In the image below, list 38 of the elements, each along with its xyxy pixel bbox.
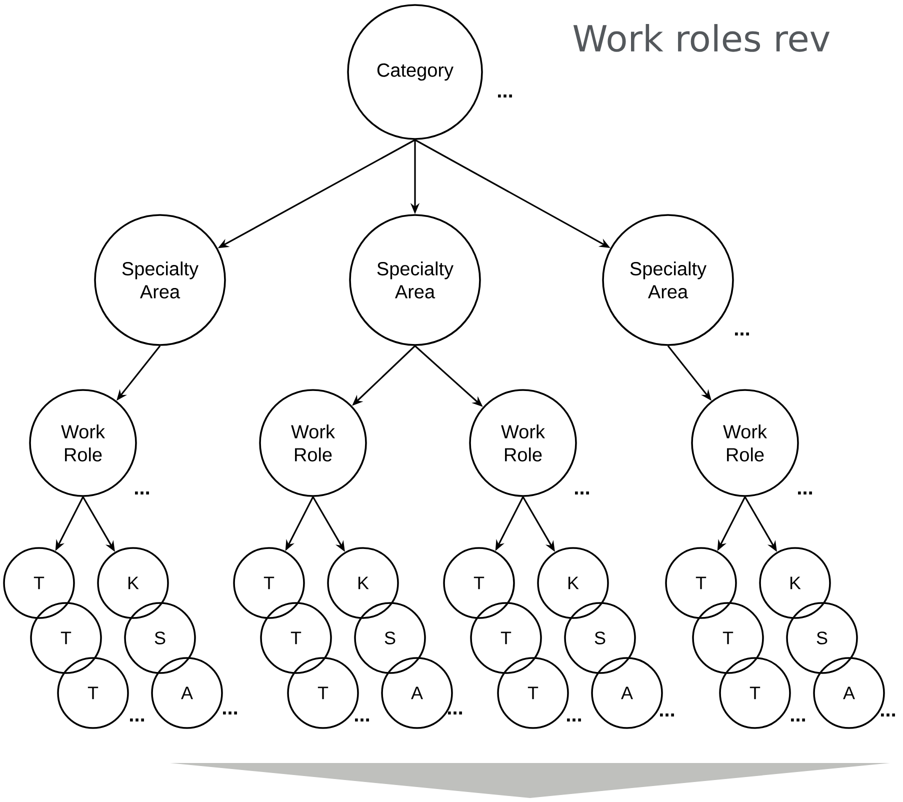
circle-node: K [97, 547, 169, 619]
circle-node: Work Role [259, 389, 367, 497]
circle-node: Category [347, 4, 483, 140]
ellipsis: ... [575, 492, 589, 494]
circle-node: Specialty Area [349, 214, 481, 346]
circle-node: T [30, 602, 102, 674]
circle-node: S [564, 602, 636, 674]
circle-node: S [354, 602, 426, 674]
circle-node: T [470, 602, 542, 674]
circle-node: S [124, 602, 196, 674]
ellipsis: ... [567, 718, 581, 722]
ellipsis: ... [798, 492, 812, 494]
circle-node: T [719, 657, 791, 729]
circle-node: S [786, 602, 858, 674]
circle-node: K [537, 547, 609, 619]
circle-node: T [233, 547, 305, 619]
ellipsis: ... [448, 712, 462, 714]
title: Work roles rev [573, 24, 830, 52]
ellipsis: ... [881, 714, 895, 716]
circle-node: Specialty Area [602, 214, 734, 346]
ellipsis: ... [355, 718, 369, 722]
ellipsis: ... [223, 712, 237, 714]
ellipsis: ... [130, 718, 144, 722]
circle-node: T [692, 602, 764, 674]
circle-node: T [57, 657, 129, 729]
circle-node: T [3, 547, 75, 619]
circle-node: K [759, 547, 831, 619]
ellipsis: ... [660, 714, 674, 716]
circle-node: T [260, 602, 332, 674]
circle-node: K [327, 547, 399, 619]
circle-node: Specialty Area [94, 214, 226, 346]
circle-node: T [665, 547, 737, 619]
ellipsis: ... [735, 332, 749, 336]
circle-node: Work Role [691, 389, 799, 497]
circle-node: A [151, 657, 223, 729]
circle-node: T [443, 547, 515, 619]
ellipsis: ... [135, 492, 149, 494]
ellipsis: ... [791, 718, 805, 722]
